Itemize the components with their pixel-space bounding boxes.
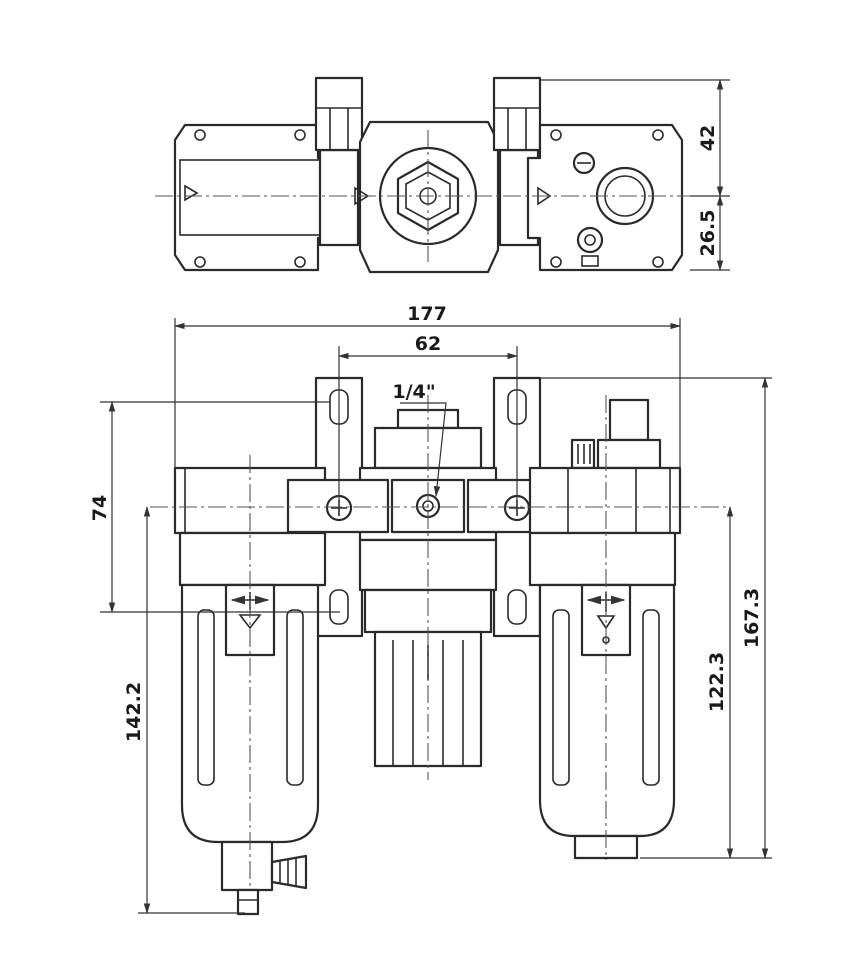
dim-26-5-label: 26.5 — [697, 210, 719, 257]
filter-bowl — [180, 583, 320, 844]
dim-142-2-label: 142.2 — [123, 682, 145, 742]
top-view-screw-lower — [576, 226, 604, 254]
dim-42-label: 42 — [697, 125, 719, 151]
top-view — [155, 76, 700, 274]
dim-122-3-label: 122.3 — [706, 652, 728, 712]
dim-74-label: 74 — [89, 495, 111, 521]
top-view-left-pipe — [314, 76, 364, 152]
dim-177-label: 177 — [407, 303, 447, 325]
dim-62-label: 62 — [415, 333, 441, 355]
lubricator-cap — [596, 438, 662, 470]
connector-bar-left — [286, 478, 390, 534]
top-view-left-body — [173, 123, 332, 272]
lubricator-dome — [608, 398, 650, 442]
filter-drain-body — [220, 840, 274, 892]
top-view-dimensions: 42 26.5 — [540, 78, 730, 272]
lubricator-collar — [528, 531, 677, 587]
top-view-left-connector — [318, 148, 360, 247]
top-view-right-pipe — [492, 76, 542, 152]
lubricator-bowl — [538, 583, 676, 838]
filter-drain-valve — [270, 854, 308, 890]
front-view-dimensions: 177 62 1/4" 74 142.2 167.3 122.3 — [89, 303, 772, 915]
port-size-label: 1/4" — [392, 381, 435, 403]
dim-167-3-label: 167.3 — [741, 588, 763, 648]
filter-collar — [178, 531, 327, 587]
lubricator-head — [528, 466, 682, 535]
filter-drain-tip — [236, 888, 260, 916]
front-view — [150, 376, 730, 916]
